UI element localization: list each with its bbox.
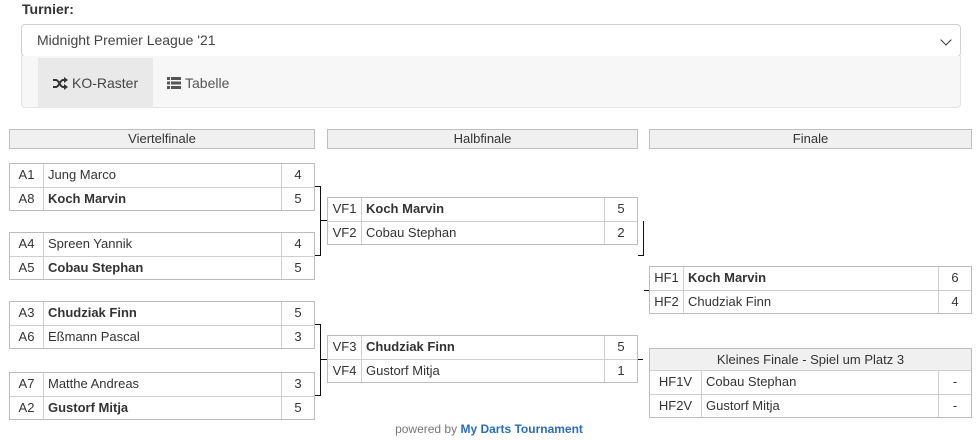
tournament-label: Turnier: [22, 1, 74, 17]
match-semifinal-1: VF1 Koch Marvin 5 VF2 Cobau Stephan 2 [327, 197, 638, 245]
score: - [938, 371, 971, 394]
match-row: HF1V Cobau Stephan - [650, 371, 971, 394]
player-name: Chudziak Finn [48, 305, 137, 320]
score: 5 [604, 198, 637, 221]
match-row: A2 Gustorf Mitja 5 [10, 396, 314, 419]
tab-label: Tabelle [185, 75, 230, 91]
round-header-semifinal: Halbfinale [327, 129, 638, 149]
seed: A3 [10, 302, 44, 325]
score: 4 [938, 291, 971, 313]
small-final-title: Kleines Finale - Spiel um Platz 3 [650, 349, 971, 371]
player-name: Eßmann Pascal [48, 329, 140, 344]
seed: A4 [10, 233, 44, 256]
player-name: Gustorf Mitja [48, 400, 129, 415]
seed: A7 [10, 373, 44, 396]
seed: VF3 [328, 336, 362, 359]
player-name: Cobau Stephan [706, 374, 797, 389]
player-name: Cobau Stephan [366, 225, 457, 240]
player-name: Matthe Andreas [48, 376, 140, 391]
player-name: Spreen Yannik [48, 236, 133, 251]
footer-prefix: powered by [395, 422, 458, 436]
score: 5 [281, 188, 314, 210]
bracket-connector [321, 359, 327, 360]
score: 5 [281, 397, 314, 419]
match-row: A1 Jung Marco 4 [10, 164, 314, 187]
player-name: Jung Marco [48, 167, 116, 182]
player-name: Koch Marvin [48, 191, 127, 206]
player-name: Cobau Stephan [48, 260, 144, 275]
tab-tabelle[interactable]: Tabelle [153, 58, 243, 108]
seed: A2 [10, 397, 44, 419]
round-header-quarterfinal: Viertelfinale [9, 129, 315, 149]
seed: HF1 [650, 267, 684, 290]
seed: HF2V [650, 395, 702, 417]
footer-link[interactable]: My Darts Tournament [460, 422, 583, 436]
tab-ko-raster[interactable]: KO-Raster [38, 58, 153, 108]
match-row: VF1 Koch Marvin 5 [328, 198, 637, 221]
seed: VF1 [328, 198, 362, 221]
player-name: Gustorf Mitja [366, 363, 440, 378]
view-tabs: KO-Raster Tabelle [21, 56, 961, 108]
score: 2 [604, 222, 637, 244]
match-row: HF1 Koch Marvin 6 [650, 267, 971, 290]
seed: A1 [10, 164, 44, 187]
player-name: Koch Marvin [688, 270, 767, 285]
match-row: A6 Eßmann Pascal 3 [10, 325, 314, 348]
bracket-connector [638, 359, 643, 360]
bracket-connector [321, 220, 327, 221]
bracket-connector [644, 290, 649, 291]
tournament-select-value: Midnight Premier League '21 [37, 32, 216, 48]
match-quarterfinal-2: A4 Spreen Yannik 4 A5 Cobau Stephan 5 [9, 232, 315, 280]
bracket-connector [315, 186, 321, 256]
shuffle-icon [52, 76, 68, 90]
seed: VF4 [328, 360, 362, 382]
seed: HF1V [650, 371, 702, 394]
match-row: A4 Spreen Yannik 4 [10, 233, 314, 256]
match-quarterfinal-4: A7 Matthe Andreas 3 A2 Gustorf Mitja 5 [9, 372, 315, 420]
tournament-select[interactable]: Midnight Premier League '21 [21, 24, 961, 57]
score: 1 [604, 360, 637, 382]
seed: A6 [10, 326, 44, 348]
match-small-final: Kleines Finale - Spiel um Platz 3 HF1V C… [649, 348, 972, 418]
player-name: Gustorf Mitja [706, 398, 780, 413]
player-name: Koch Marvin [366, 201, 445, 216]
match-row: A7 Matthe Andreas 3 [10, 373, 314, 396]
player-name: Chudziak Finn [366, 339, 455, 354]
chevron-down-icon [940, 34, 952, 46]
match-quarterfinal-1: A1 Jung Marco 4 A8 Koch Marvin 5 [9, 163, 315, 211]
match-quarterfinal-3: A3 Chudziak Finn 5 A6 Eßmann Pascal 3 [9, 301, 315, 349]
score: 4 [281, 233, 314, 256]
footer: powered by My Darts Tournament [0, 422, 978, 436]
score: 5 [281, 257, 314, 279]
match-row: A8 Koch Marvin 5 [10, 187, 314, 210]
score: 6 [938, 267, 971, 290]
seed: HF2 [650, 291, 684, 313]
score: 5 [281, 302, 314, 325]
match-row: VF3 Chudziak Finn 5 [328, 336, 637, 359]
bracket-connector [638, 221, 644, 256]
match-row: HF2 Chudziak Finn 4 [650, 290, 971, 313]
bracket-connector [315, 324, 321, 396]
seed: A5 [10, 257, 44, 279]
list-icon [167, 77, 181, 89]
player-name: Chudziak Finn [688, 294, 772, 309]
score: 3 [281, 373, 314, 396]
score: 5 [604, 336, 637, 359]
score: 4 [281, 164, 314, 187]
match-row: VF4 Gustorf Mitja 1 [328, 359, 637, 382]
match-row: VF2 Cobau Stephan 2 [328, 221, 637, 244]
seed: VF2 [328, 222, 362, 244]
tab-label: KO-Raster [72, 75, 139, 91]
round-header-final: Finale [649, 129, 972, 149]
match-row: HF2V Gustorf Mitja - [650, 394, 971, 417]
match-final: HF1 Koch Marvin 6 HF2 Chudziak Finn 4 [649, 266, 972, 314]
match-row: A3 Chudziak Finn 5 [10, 302, 314, 325]
score: 3 [281, 326, 314, 348]
match-row: A5 Cobau Stephan 5 [10, 256, 314, 279]
seed: A8 [10, 188, 44, 210]
match-semifinal-2: VF3 Chudziak Finn 5 VF4 Gustorf Mitja 1 [327, 335, 638, 383]
score: - [938, 395, 971, 417]
